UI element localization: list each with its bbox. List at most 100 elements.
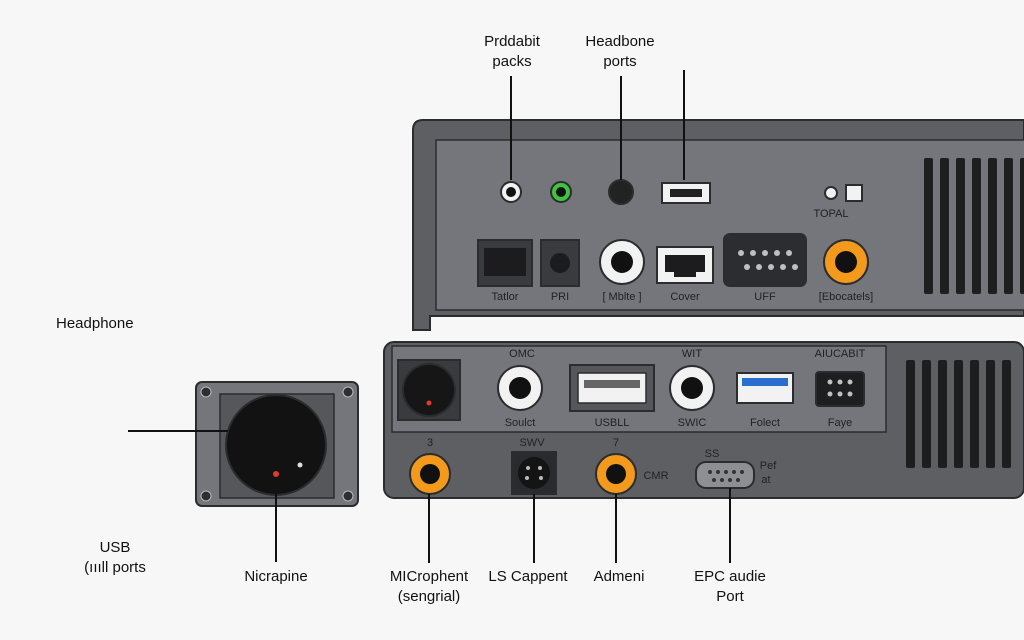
label-ss: SS bbox=[704, 448, 720, 460]
callout-microphone-line2: (sengrial) bbox=[397, 588, 461, 605]
label-swic: SWIC bbox=[677, 417, 707, 429]
serial-pin bbox=[716, 470, 720, 474]
top-jack-white bbox=[500, 181, 522, 203]
bottom-jack-orange-2 bbox=[595, 453, 637, 495]
topal-led bbox=[824, 186, 838, 200]
left-socket-screw bbox=[342, 490, 354, 502]
callout-top-left-line2: packs bbox=[492, 53, 532, 70]
bottom-jack-orange-1 bbox=[409, 453, 451, 495]
callout-headphone: Headphone bbox=[56, 315, 134, 332]
serial-pin bbox=[732, 470, 736, 474]
faye-pin bbox=[837, 379, 843, 385]
uff-pin bbox=[768, 264, 774, 270]
label-ebocatels: [Ebocatels] bbox=[818, 291, 874, 303]
label-faye: Faye bbox=[827, 417, 853, 429]
label-cover: Cover bbox=[670, 291, 700, 303]
label-3: 3 bbox=[426, 437, 434, 449]
pri-port bbox=[540, 239, 580, 287]
label-cmr: CMR bbox=[643, 470, 669, 482]
faye-pin bbox=[837, 391, 843, 397]
uff-pin bbox=[762, 250, 768, 256]
callout-epc-line2: Port bbox=[716, 588, 744, 605]
left-xlr-pin bbox=[297, 462, 303, 468]
serial-pin bbox=[708, 470, 712, 474]
svideo-port bbox=[518, 457, 550, 489]
svideo-pin bbox=[538, 466, 542, 470]
callout-microphone-line1: MICrophent bbox=[389, 568, 469, 585]
callout-top-right-line1: Headbone bbox=[585, 33, 655, 50]
folect-usb-tongue bbox=[742, 378, 788, 386]
label-uff: UFF bbox=[754, 291, 776, 303]
faye-pin bbox=[847, 391, 853, 397]
label-usbll: USBLL bbox=[594, 417, 630, 429]
faye-port bbox=[815, 371, 865, 407]
ethernet-port-inner bbox=[665, 255, 705, 277]
label-omc: OMC bbox=[509, 348, 535, 360]
callout-usb: USB (ıııll ports bbox=[70, 538, 160, 578]
label-pri: PRI bbox=[550, 291, 570, 303]
serial-pin bbox=[736, 478, 740, 482]
lower-panel bbox=[391, 345, 887, 433]
serial-pin bbox=[728, 478, 732, 482]
folect-usb-port bbox=[736, 372, 794, 404]
uff-pin bbox=[744, 264, 750, 270]
topal-switch bbox=[845, 184, 863, 202]
svideo-pin bbox=[525, 476, 529, 480]
label-tatlor: Tatlor bbox=[491, 291, 519, 303]
uff-pin bbox=[786, 250, 792, 256]
uff-pin bbox=[738, 250, 744, 256]
uff-pin bbox=[750, 250, 756, 256]
callout-top-right-line2: ports bbox=[603, 53, 637, 70]
ebocatels-jack bbox=[823, 239, 869, 285]
tatlor-port-inner bbox=[484, 248, 526, 276]
top-jack-green bbox=[550, 181, 572, 203]
label-at: at bbox=[761, 474, 771, 486]
swic-jack bbox=[669, 365, 715, 411]
callout-top-right: Headbone ports bbox=[574, 32, 666, 72]
serial-pin bbox=[720, 478, 724, 482]
top-jack-dark bbox=[608, 179, 634, 205]
callout-epc-line1: EPC audie bbox=[694, 568, 766, 585]
left-xlr-red-pin bbox=[273, 471, 279, 477]
label-aiucabit: AIUCABIT bbox=[814, 348, 866, 360]
label-pef: Pef bbox=[759, 460, 777, 472]
mic-socket bbox=[402, 363, 456, 417]
label-soulct: Soulct bbox=[504, 417, 536, 429]
callout-admeni: Admeni bbox=[593, 568, 645, 585]
faye-pin bbox=[827, 391, 833, 397]
pri-port-inner bbox=[550, 253, 570, 273]
uff-pin bbox=[774, 250, 780, 256]
serial-pin bbox=[712, 478, 716, 482]
uff-pin bbox=[780, 264, 786, 270]
callout-top-left: Prddabit packs bbox=[472, 32, 552, 72]
faye-pin bbox=[827, 379, 833, 385]
callout-usb-line2: (ıııll ports bbox=[84, 559, 146, 576]
callout-ls-cappent: LS Cappent bbox=[488, 568, 568, 585]
serial-pin bbox=[724, 470, 728, 474]
svideo-pin bbox=[526, 466, 530, 470]
callout-usb-line1: USB bbox=[99, 539, 131, 556]
label-wit: WIT bbox=[681, 348, 703, 360]
mblte-jack bbox=[599, 239, 645, 285]
label-topal: TOPAL bbox=[813, 208, 849, 220]
lower-vents bbox=[906, 360, 1011, 468]
uff-db-port bbox=[723, 233, 807, 287]
label-swv: SWV bbox=[519, 437, 545, 449]
uff-pin bbox=[756, 264, 762, 270]
serial-port bbox=[695, 461, 755, 489]
faye-pin bbox=[847, 379, 853, 385]
serial-pin bbox=[740, 470, 744, 474]
mic-socket-dot bbox=[426, 400, 432, 406]
upper-vents bbox=[924, 158, 1024, 294]
callout-epc-audio-port: EPC audie Port bbox=[680, 567, 780, 607]
left-socket-screw bbox=[200, 386, 212, 398]
uff-pin bbox=[792, 264, 798, 270]
svideo-pin bbox=[539, 476, 543, 480]
callout-microphone: MICrophent (sengrial) bbox=[374, 567, 484, 607]
callout-nicrapine: Nicrapine bbox=[244, 568, 308, 585]
usbll-port-tongue bbox=[584, 380, 640, 388]
hdmi-port-inner bbox=[670, 189, 702, 197]
left-socket-screw bbox=[200, 490, 212, 502]
